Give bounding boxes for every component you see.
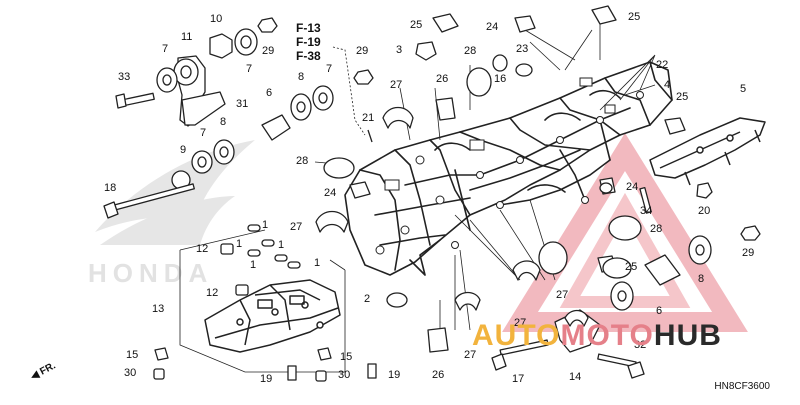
part-label: 8	[298, 71, 305, 83]
part-label: 29	[742, 247, 755, 259]
part-label: 1	[250, 259, 257, 271]
ref-code-f13: F-13	[296, 21, 321, 35]
honda-logo-text: HONDA	[88, 258, 213, 288]
part-label: 27	[464, 349, 477, 361]
part-label: 12	[196, 243, 209, 255]
ref-code-f38: F-38	[296, 49, 321, 63]
part-label: 33	[118, 71, 131, 83]
part-label: 22	[656, 59, 669, 71]
part-label: 27	[514, 317, 527, 329]
watermark-part-hub: HUB	[653, 319, 722, 352]
part-label: 7	[162, 43, 169, 55]
diagram-code: HN8CF3600	[714, 381, 770, 392]
part-label: 1	[236, 238, 243, 250]
part-label: 7	[246, 63, 253, 75]
part-label: 24	[324, 187, 337, 199]
part-label: 26	[432, 369, 445, 381]
part-label: 4	[664, 79, 671, 91]
part-label: 29	[262, 45, 275, 57]
part-label: 26	[436, 73, 449, 85]
part-label: 29	[356, 45, 369, 57]
part-label: 14	[569, 371, 582, 383]
part-label: 19	[388, 369, 401, 381]
part-label: 28	[464, 45, 477, 57]
part-label: 34	[640, 205, 653, 217]
part-label: 28	[650, 223, 663, 235]
part-label: 19	[260, 373, 273, 385]
part-label: 17	[512, 373, 525, 385]
part-label: 9	[180, 144, 187, 156]
watermark-brand: AUTOMOTOHUB	[472, 320, 722, 352]
skid-plate	[204, 279, 341, 353]
part-label: 2	[364, 293, 371, 305]
part-label: 20	[698, 205, 711, 217]
part-label: 7	[200, 127, 207, 139]
part-label: 27	[290, 221, 303, 233]
part-label: 5	[740, 83, 747, 95]
part-label: 12	[206, 287, 219, 299]
part-label: 25	[410, 19, 423, 31]
part-label: 23	[516, 43, 529, 55]
part-label: 1	[314, 257, 321, 269]
frame-details	[375, 77, 644, 255]
part-label: 32	[634, 339, 647, 351]
part-label: 6	[656, 305, 663, 317]
ref-code-f19: F-19	[296, 35, 321, 49]
part-label: 8	[698, 273, 705, 285]
part-label: 25	[676, 91, 689, 103]
rear-subframe	[649, 117, 766, 186]
callout-lines	[179, 18, 656, 373]
part-label: 8	[220, 116, 227, 128]
part-label: 18	[104, 182, 117, 194]
part-label: 21	[362, 112, 375, 124]
part-label: 1	[262, 219, 269, 231]
part-label: 6	[266, 87, 273, 99]
part-label: 10	[210, 13, 223, 25]
part-label: 3	[396, 44, 403, 56]
part-label: 25	[625, 261, 638, 273]
part-label: 24	[626, 181, 639, 193]
part-label: 7	[326, 63, 333, 75]
watermark-part-moto: MOTO	[560, 319, 654, 352]
part-label: 27	[390, 79, 403, 91]
part-label: 1	[278, 239, 285, 251]
part-label: 24	[486, 21, 499, 33]
small-parts	[103, 5, 761, 382]
part-label: 11	[181, 31, 193, 43]
main-frame	[344, 61, 673, 276]
part-label: 13	[152, 303, 165, 315]
watermark-part-auto: AUTO	[472, 319, 561, 352]
part-label: 16	[494, 73, 507, 85]
part-label: 31	[236, 98, 249, 110]
part-label: 28	[296, 155, 309, 167]
part-label: 30	[124, 367, 137, 379]
part-label: 15	[126, 349, 139, 361]
part-label: 27	[556, 289, 569, 301]
part-label: 30	[338, 369, 351, 381]
part-label: 25	[628, 11, 641, 23]
part-label: 15	[340, 351, 353, 363]
